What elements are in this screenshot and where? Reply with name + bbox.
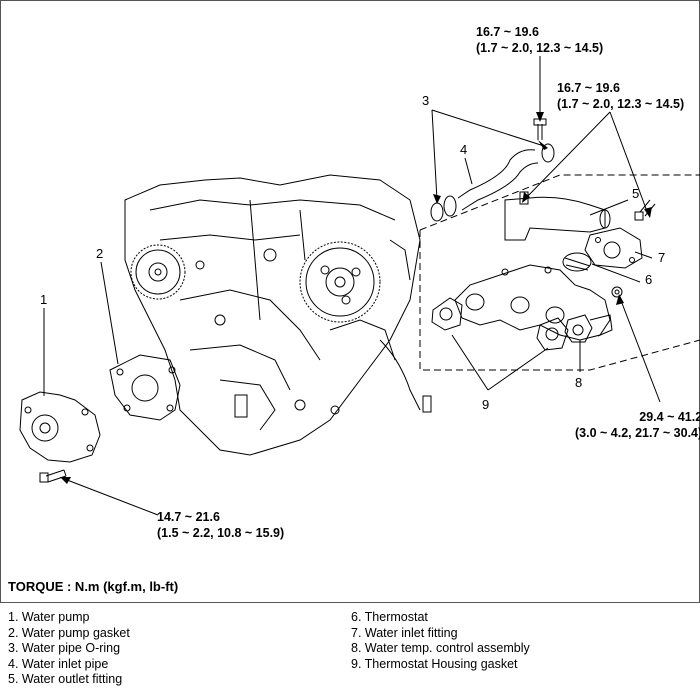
callout-6: 6: [645, 272, 653, 287]
leader-arrowheads: [60, 112, 652, 484]
legend-item: 5. Water outlet fitting: [8, 672, 123, 687]
torque-alt-units: (3.0 ~ 4.2, 21.7 ~ 30.4): [575, 426, 700, 440]
callout-8: 8: [575, 375, 583, 390]
torque-units-title: TORQUE : N.m (kgf.m, lb-ft): [8, 579, 179, 594]
legend-item: 2. Water pump gasket: [8, 625, 130, 640]
legend-item: 4. Water inlet pipe: [8, 656, 109, 671]
callout-7: 7: [658, 250, 666, 265]
water-pump: [19, 391, 101, 463]
o-ring-upper: [541, 143, 555, 163]
thermostat: [562, 252, 592, 272]
parts-legend-left: 1. Water pump 2. Water pump gasket 3. Wa…: [8, 610, 130, 688]
torque-value: 16.7 ~ 19.6: [557, 81, 620, 95]
torque-value: 14.7 ~ 21.6: [157, 510, 220, 524]
housing-nut: [611, 286, 623, 298]
housing-gaskets: [431, 297, 593, 351]
torque-spec-fitting-right: 16.7 ~ 19.6 (1.7 ~ 2.0, 12.3 ~ 14.5): [557, 80, 684, 112]
legend-item: 7. Water inlet fitting: [351, 625, 458, 640]
pump-bolt: [39, 469, 67, 483]
cam-sprocket-left: [130, 244, 186, 300]
pipe-bolt-top: [533, 118, 547, 140]
parts-legend-right: 6. Thermostat 7. Water inlet fitting 8. …: [351, 610, 530, 672]
torque-spec-pump: 14.7 ~ 21.6 (1.5 ~ 2.2, 10.8 ~ 15.9): [157, 509, 284, 541]
engine-block: [124, 174, 432, 456]
torque-spec-pipe-top: 16.7 ~ 19.6 (1.7 ~ 2.0, 12.3 ~ 14.5): [476, 24, 603, 56]
torque-alt-units: (1.7 ~ 2.0, 12.3 ~ 14.5): [476, 41, 604, 55]
callout-9: 9: [482, 397, 490, 412]
legend-item: 6. Thermostat: [351, 610, 428, 624]
legend-item: 3. Water pipe O-ring: [8, 641, 121, 656]
water-outlet-fitting: [504, 191, 611, 241]
callout-3: 3: [422, 93, 430, 108]
callout-5: 5: [632, 186, 640, 201]
water-pump-gasket: [109, 354, 181, 421]
engine-cooling-diagram: [19, 56, 700, 516]
housing-dashed-outline: [419, 174, 700, 371]
torque-value: 16.7 ~ 19.6: [476, 25, 539, 39]
o-ring-lower: [430, 202, 444, 222]
callout-4: 4: [460, 142, 468, 157]
torque-spec-housing: 29.4 ~ 41.2 (3.0 ~ 4.2, 21.7 ~ 30.4): [575, 409, 700, 441]
torque-alt-units: (1.7 ~ 2.0, 12.3 ~ 14.5): [557, 97, 685, 111]
cam-sprocket-right: [299, 241, 381, 323]
callout-2: 2: [96, 246, 104, 261]
leader-lines: [43, 56, 661, 516]
torque-value: 29.4 ~ 41.2: [639, 410, 700, 424]
callout-1: 1: [40, 292, 48, 307]
thermostat-housing: [454, 264, 613, 341]
torque-alt-units: (1.5 ~ 2.2, 10.8 ~ 15.9): [157, 526, 285, 540]
legend-item: 8. Water temp. control assembly: [351, 641, 530, 656]
water-inlet-fitting: [584, 227, 643, 269]
water-inlet-pipe: [443, 149, 539, 217]
legend-item: 1. Water pump: [8, 610, 90, 624]
legend-item: 9. Thermostat Housing gasket: [351, 656, 518, 671]
